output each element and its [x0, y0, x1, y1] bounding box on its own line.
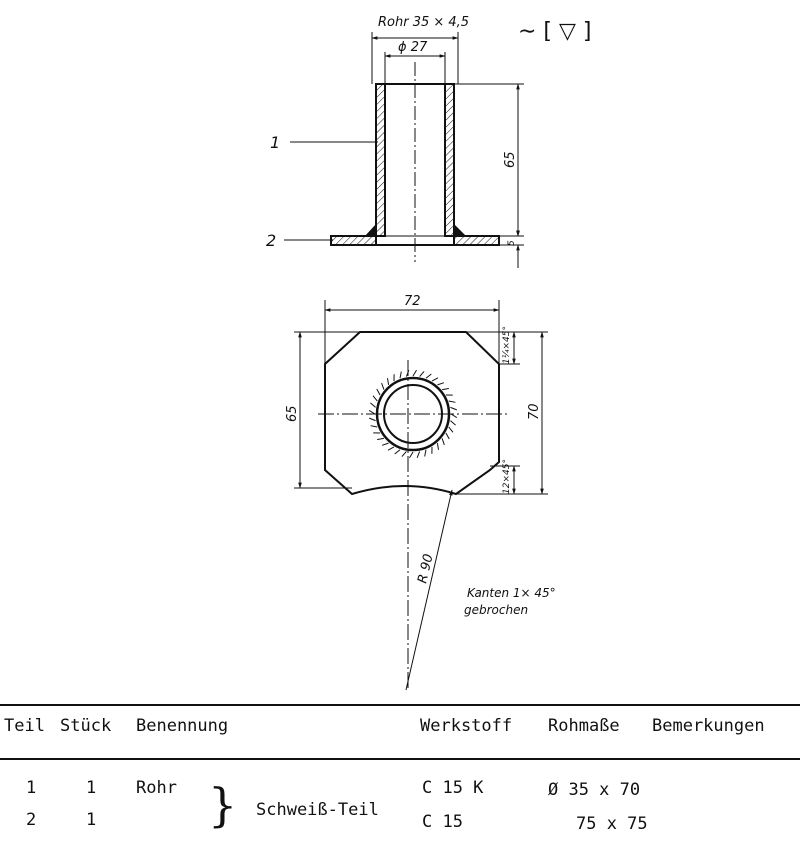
- row2-rohmasse: 75 x 75: [576, 814, 648, 834]
- weld-tooth: [419, 371, 425, 377]
- width-top-label: 72: [404, 294, 421, 309]
- weld-tooth: [450, 406, 457, 411]
- weld-left: [365, 224, 376, 236]
- group-label: Schweiß-Teil: [256, 800, 379, 820]
- weld-tooth: [412, 369, 417, 377]
- parts-list: Teil Stück Benennung Werkstoff Rohmaße B…: [0, 700, 800, 842]
- header-stueck: Stück: [60, 716, 112, 736]
- weld-tooth: [370, 402, 376, 408]
- row1-stueck: 1: [86, 778, 97, 798]
- weld-right: [454, 224, 466, 236]
- weld-tooth: [387, 378, 390, 385]
- weld-tooth: [441, 438, 445, 446]
- inner-diameter-label: ϕ 27: [398, 40, 428, 55]
- weld-tooth: [394, 449, 401, 455]
- base-plate-right: [453, 235, 500, 246]
- row1-benennung: Rohr: [136, 778, 177, 798]
- chamfer-bottom-label: 12×45°: [502, 459, 512, 494]
- weld-tooth: [387, 446, 395, 451]
- weld-tooth: [442, 388, 449, 391]
- height-label: 65: [503, 151, 518, 168]
- weld-tooth: [368, 410, 376, 415]
- edge-note-line2: gebrochen: [464, 603, 528, 617]
- weld-tooth: [376, 388, 381, 396]
- plan-view: 72 65 70 1¼×45° 12×45° R 90 Kanten 1× 45…: [285, 294, 556, 691]
- height-left-label: 65: [285, 405, 300, 422]
- weld-tooth: [381, 442, 389, 446]
- height-right-label: 70: [527, 403, 542, 420]
- weld-tooth: [369, 417, 376, 422]
- section-view: Rohr 35 × 4,5 ϕ 27 ∼ [ ▽ ] 65 5 1 2: [266, 15, 592, 268]
- header-teil: Teil: [4, 716, 45, 736]
- tube-wall-right: [444, 83, 455, 237]
- weld-tooth: [381, 382, 385, 390]
- weld-tooth: [370, 425, 378, 428]
- header-rohmasse: Rohmaße: [548, 716, 620, 736]
- base-plate-left: [330, 235, 377, 246]
- radius-label: R 90: [415, 553, 436, 585]
- weld-ring: [368, 369, 458, 459]
- weld-tooth: [437, 382, 445, 386]
- weld-tooth: [424, 449, 427, 457]
- header-werkstoff: Werkstoff: [420, 716, 513, 736]
- weld-tooth: [416, 451, 421, 458]
- row1-werkstoff: C 15 K: [422, 778, 484, 798]
- weld-tooth: [401, 451, 407, 457]
- radius-leader: [405, 489, 453, 691]
- plate-outline: [324, 331, 500, 496]
- row1-teil: 1: [26, 778, 37, 798]
- tube-label: Rohr 35 × 4,5: [378, 15, 469, 30]
- weld-tooth: [377, 437, 384, 440]
- edge-note-line1: Kanten 1× 45°: [467, 586, 556, 600]
- weld-tooth: [436, 443, 439, 450]
- leader-part-1: 1: [270, 133, 280, 152]
- chamfer-top-label: 1¼×45°: [502, 326, 512, 364]
- weld-tooth: [450, 413, 458, 418]
- group-brace: }: [208, 778, 238, 832]
- weld-tooth: [399, 371, 402, 379]
- table-rule-header: [0, 758, 800, 760]
- weld-tooth: [409, 451, 414, 459]
- row2-stueck: 1: [86, 810, 97, 830]
- plate-thickness-label: 5: [507, 240, 517, 246]
- weld-tooth: [448, 426, 454, 433]
- leader-part-2: 2: [266, 231, 276, 250]
- surface-finish-symbol: ∼ [ ▽ ]: [518, 19, 592, 44]
- weld-tooth: [372, 395, 378, 402]
- weld-tooth: [448, 400, 456, 403]
- header-benennung: Benennung: [136, 716, 229, 736]
- tube-wall-left: [375, 83, 386, 237]
- weld-tooth: [425, 373, 432, 379]
- weld-tooth: [450, 420, 456, 426]
- header-bemerkungen: Bemerkungen: [652, 716, 765, 736]
- table-rule-top: [0, 704, 800, 706]
- row1-rohmasse: Ø 35 x 70: [548, 780, 641, 800]
- weld-tooth: [445, 432, 450, 440]
- weld-tooth: [431, 377, 439, 382]
- row2-werkstoff: C 15: [422, 812, 463, 832]
- row2-teil: 2: [26, 810, 37, 830]
